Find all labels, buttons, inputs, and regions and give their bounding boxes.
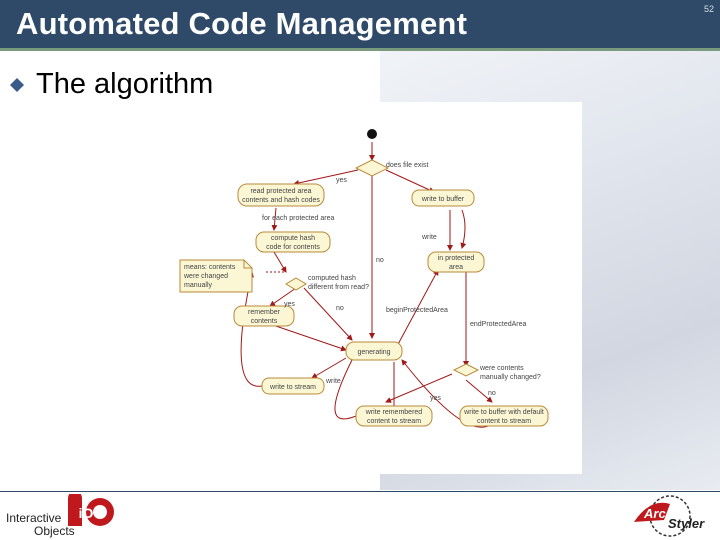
label-write-buffer-default-1: write to buffer with default bbox=[463, 409, 544, 416]
edge-label-write-1: write bbox=[421, 234, 437, 241]
decision-manually-changed bbox=[454, 364, 478, 376]
decision-hash-different bbox=[286, 278, 306, 290]
label-remember-2: contents bbox=[251, 318, 278, 325]
label-write-to-stream: write to stream bbox=[269, 384, 316, 391]
label-note-1: means: contents bbox=[184, 264, 236, 271]
diamond-bullet-icon bbox=[10, 78, 24, 92]
slide-title: Automated Code Management bbox=[16, 6, 467, 42]
label-write-to-buffer: write to buffer bbox=[421, 196, 465, 203]
footer-divider bbox=[0, 491, 720, 492]
label-computed-hash-1: computed hash bbox=[308, 275, 356, 282]
edge-label-no-1: no bbox=[376, 257, 384, 264]
label-write-buffer-default-2: content to stream bbox=[477, 418, 531, 425]
label-write-remembered-2: content to stream bbox=[367, 418, 421, 425]
label-note-3: manually bbox=[184, 282, 213, 289]
label-does-file-exist: does file exist bbox=[386, 162, 428, 169]
edge-label-yes-3: yes bbox=[430, 395, 441, 402]
label-were-changed-2: manually changed? bbox=[480, 374, 541, 381]
label-write-remembered-1: write remembered bbox=[365, 409, 423, 416]
label-in-protected-2: area bbox=[449, 264, 463, 271]
activity-diagram: does file exist read protected area cont… bbox=[166, 102, 582, 474]
edge-label-for-each: for each protected area bbox=[262, 215, 334, 222]
bullet-text: The algorithm bbox=[36, 68, 213, 101]
label-generating: generating bbox=[357, 349, 390, 356]
edge-label-yes-2: yes bbox=[284, 301, 295, 308]
diagram-panel: does file exist read protected area cont… bbox=[166, 102, 582, 474]
title-bar: Automated Code Management 52 bbox=[0, 0, 720, 51]
edge-label-no-3: no bbox=[488, 390, 496, 397]
label-computed-hash-2: different from read? bbox=[308, 284, 369, 291]
edge-label-yes-1: yes bbox=[336, 177, 347, 184]
logo-text-line-2: Objects bbox=[6, 525, 75, 538]
label-compute-hash-2: code for contents bbox=[266, 244, 320, 251]
label-remember-1: remember bbox=[248, 309, 281, 316]
label-read-protected-2: contents and hash codes bbox=[242, 197, 320, 204]
edge-label-no-2: no bbox=[336, 305, 344, 312]
label-compute-hash-1: compute hash bbox=[271, 235, 315, 242]
start-node bbox=[367, 129, 377, 139]
label-read-protected-1: read protected area bbox=[250, 188, 311, 195]
decision-file-exists bbox=[356, 160, 388, 176]
label-were-changed-1: were contents bbox=[479, 365, 524, 372]
edge-label-write-2: write bbox=[325, 378, 341, 385]
right-logo-mark: Arc bbox=[643, 506, 666, 521]
label-note-2: were changed bbox=[183, 273, 228, 280]
arcstyler-logo-text: Styler bbox=[668, 516, 704, 531]
edge-label-end: endProtectedArea bbox=[470, 321, 527, 328]
left-logo-mark: iO bbox=[79, 505, 94, 521]
edge-label-begin: beginProtectedArea bbox=[386, 307, 448, 314]
label-in-protected-1: in protected bbox=[438, 255, 475, 262]
page-number: 52 bbox=[704, 4, 714, 14]
interactive-objects-logo-text: Interactive Objects bbox=[6, 512, 75, 538]
